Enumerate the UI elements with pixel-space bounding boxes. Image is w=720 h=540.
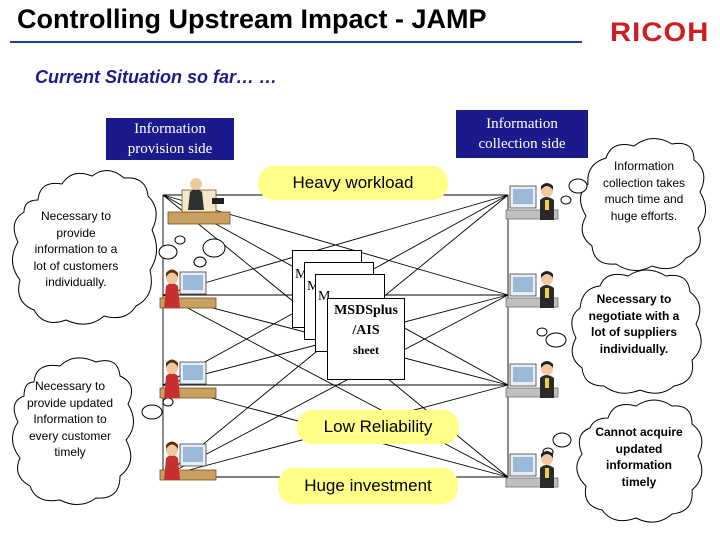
cloud-right-bottom-text: Cannot acquire updated information timel… bbox=[595, 425, 683, 489]
cloud-left-bottom-text: Necessary to provide updated Information… bbox=[26, 379, 114, 459]
sheet-title: MSDSplus /AIS bbox=[334, 303, 398, 338]
person-icon bbox=[505, 360, 559, 399]
msds-sheet: MSDSplus /AIS sheet bbox=[327, 298, 405, 380]
cloud-right-middle bbox=[536, 269, 702, 394]
speech-bubble-small bbox=[193, 238, 226, 268]
page-title: Controlling Upstream Impact - JAMP bbox=[17, 4, 487, 34]
cloud-left-top bbox=[12, 170, 186, 325]
sheet-subtitle: sheet bbox=[353, 343, 379, 357]
heavy-workload-label: Heavy workload bbox=[258, 166, 448, 200]
cloud-right-middle-text: Necessary to negotiate with a lot of sup… bbox=[588, 292, 680, 356]
ricoh-logo: RICOH bbox=[610, 17, 710, 47]
cloud-right-top bbox=[560, 138, 706, 271]
person-icon bbox=[159, 359, 217, 399]
subtitle: Current Situation so far… … bbox=[35, 67, 278, 87]
title-underline bbox=[10, 41, 582, 43]
huge-investment-label: Huge investment bbox=[278, 468, 458, 504]
cloud-right-bottom bbox=[542, 399, 703, 523]
collection-side-box: Information collection side bbox=[456, 110, 588, 158]
cloud-right-top-text: Information collection takes much time a… bbox=[602, 159, 686, 223]
person-icon bbox=[505, 450, 559, 489]
person-icon bbox=[505, 182, 559, 221]
provision-side-box: Information provision side bbox=[106, 118, 234, 160]
low-reliability-label: Low Reliability bbox=[297, 410, 459, 444]
cloud-left-top-text: Necessary to provide information to a lo… bbox=[33, 209, 119, 289]
person-icon bbox=[159, 269, 217, 309]
person-icon bbox=[159, 441, 217, 481]
person-icon bbox=[505, 270, 559, 309]
collection-side-label: Information collection side bbox=[478, 116, 566, 152]
provision-side-label: Information provision side bbox=[127, 121, 213, 157]
person-icon bbox=[167, 178, 231, 225]
cloud-left-bottom bbox=[12, 357, 174, 505]
